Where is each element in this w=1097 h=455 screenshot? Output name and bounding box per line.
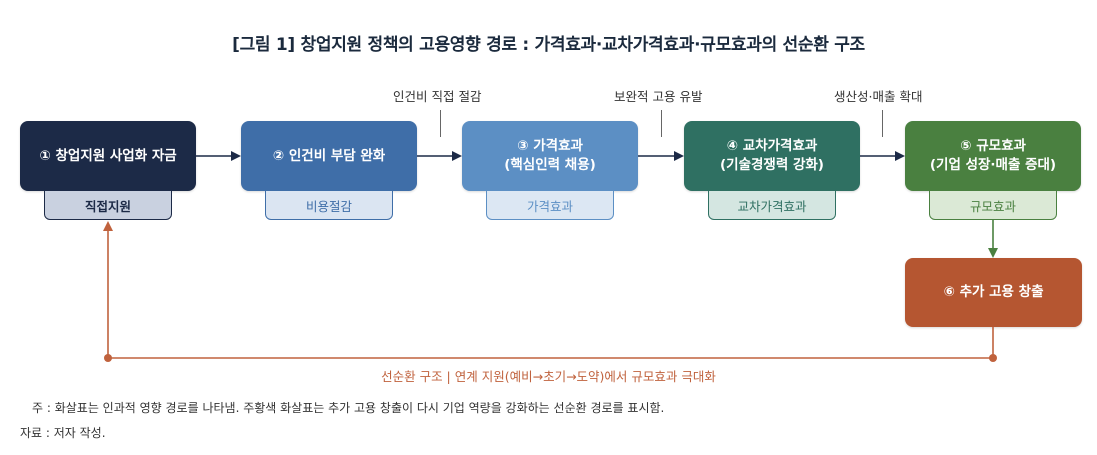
mid-label-labor-cost: 인건비 직접 절감 bbox=[393, 89, 482, 104]
step-5-box: ⑤ 규모효과 (기업 성장·매출 증대) bbox=[905, 121, 1081, 191]
step-5-tag: 규모효과 bbox=[929, 190, 1057, 220]
step-4-tag: 교차가격효과 bbox=[708, 190, 836, 220]
footnote: 주 : 화살표는 인과적 영향 경로를 나타냄. 주황색 화살표는 추가 고용 … bbox=[32, 401, 665, 415]
step-3-label: ③ 가격효과 bbox=[517, 138, 583, 154]
cycle-label: 선순환 구조 | 연계 지원(예비→초기→도약)에서 규모효과 극대화 bbox=[381, 369, 716, 384]
mid-connector-3 bbox=[882, 110, 883, 137]
mid-connector-1 bbox=[440, 110, 441, 137]
mid-label-productivity: 생산성·매출 확대 bbox=[834, 89, 923, 104]
step-3-box: ③ 가격효과 (핵심인력 채용) bbox=[462, 121, 638, 191]
step-6-box: ⑥ 추가 고용 창출 bbox=[905, 258, 1082, 327]
step-4-sublabel: (기술경쟁력 강화) bbox=[720, 157, 824, 173]
step-3-sublabel: (핵심인력 채용) bbox=[504, 157, 596, 173]
step-1-label: ① 창업지원 사업화 자금 bbox=[39, 147, 177, 164]
step-6-label: ⑥ 추가 고용 창출 bbox=[943, 284, 1044, 300]
step-1-tag: 직접지원 bbox=[44, 190, 172, 220]
cycle-dot-right bbox=[989, 354, 997, 362]
step-5-label: ⑤ 규모효과 bbox=[960, 138, 1026, 154]
cycle-dot-left bbox=[104, 354, 112, 362]
mid-label-complementary: 보완적 고용 유발 bbox=[614, 89, 703, 104]
figure-title: [그림 1] 창업지원 정책의 고용영향 경로 : 가격효과·교차가격효과·규모… bbox=[232, 35, 865, 55]
step-2-box: ② 인건비 부담 완화 bbox=[241, 121, 417, 191]
step-1-box: ① 창업지원 사업화 자금 bbox=[20, 121, 196, 191]
step-5-sublabel: (기업 성장·매출 증대) bbox=[929, 157, 1057, 173]
step-3-tag: 가격효과 bbox=[486, 190, 614, 220]
step-2-label: ② 인건비 부담 완화 bbox=[272, 147, 386, 164]
step-2-tag: 비용절감 bbox=[265, 190, 393, 220]
source-note: 자료 : 저자 작성. bbox=[20, 426, 106, 440]
mid-connector-2 bbox=[661, 110, 662, 137]
step-4-label: ④ 교차가격효과 bbox=[726, 138, 818, 154]
step-4-box: ④ 교차가격효과 (기술경쟁력 강화) bbox=[684, 121, 860, 191]
